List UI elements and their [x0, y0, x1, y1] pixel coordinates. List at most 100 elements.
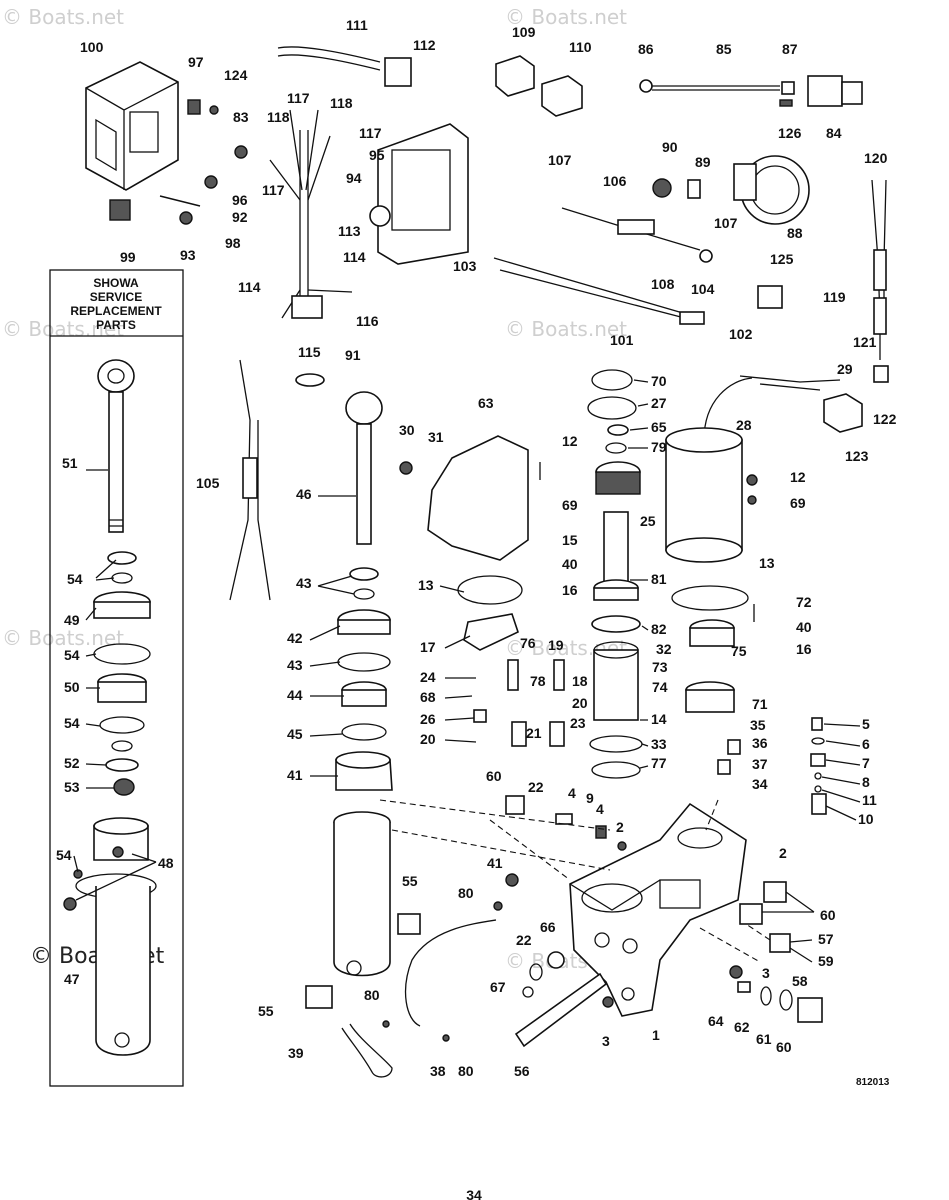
callout-29: 29: [837, 361, 853, 377]
trim-motor-shape: [665, 377, 758, 775]
callout-21: 21: [526, 725, 542, 741]
callout-54: 54: [64, 715, 80, 731]
callout-49: 49: [64, 612, 80, 628]
callout-36: 36: [752, 735, 768, 751]
callout-42: 42: [287, 630, 303, 646]
callout-54: 54: [67, 571, 83, 587]
callout-5: 5: [862, 716, 870, 732]
callout-73: 73: [652, 659, 668, 675]
callout-37: 37: [752, 756, 768, 772]
callout-107: 107: [548, 152, 572, 168]
callout-57: 57: [818, 931, 834, 947]
callout-4: 4: [596, 801, 604, 817]
callout-118: 118: [267, 109, 290, 125]
callout-32: 32: [656, 641, 672, 657]
callout-126: 126: [778, 125, 802, 141]
callout-20: 20: [420, 731, 436, 747]
callout-69: 69: [790, 495, 806, 511]
callout-111: 111: [346, 17, 368, 33]
callout-52: 52: [64, 755, 80, 771]
callout-69: 69: [562, 497, 578, 513]
callout-28: 28: [736, 417, 752, 433]
callout-47: 47: [64, 971, 80, 987]
callout-124: 124: [224, 67, 248, 83]
callout-77: 77: [651, 755, 667, 771]
showa-box-line-4: PARTS: [96, 318, 136, 332]
callout-11: 11: [862, 792, 877, 808]
callout-48: 48: [158, 855, 174, 871]
callout-13: 13: [418, 577, 434, 593]
callout-53: 53: [64, 779, 80, 795]
callout-114: 114: [238, 279, 261, 295]
callout-107: 107: [714, 215, 738, 231]
callout-82: 82: [651, 621, 667, 637]
callout-61: 61: [756, 1031, 772, 1047]
callout-38: 38: [430, 1063, 446, 1079]
callout-56: 56: [514, 1063, 530, 1079]
callout-101: 101: [610, 332, 634, 348]
showa-box-line-1: SHOWA: [93, 276, 139, 290]
callout-93: 93: [180, 247, 196, 263]
callout-15: 15: [562, 532, 578, 548]
callout-26: 26: [420, 711, 436, 727]
callout-10: 10: [858, 811, 874, 827]
callout-123: 123: [845, 448, 869, 464]
callout-103: 103: [453, 258, 477, 274]
callout-50: 50: [64, 679, 80, 695]
callout-88: 88: [787, 225, 803, 241]
callout-40: 40: [562, 556, 578, 572]
callout-68: 68: [420, 689, 436, 705]
callout-46: 46: [296, 486, 312, 502]
callout-7: 7: [862, 755, 870, 771]
callout-3: 3: [602, 1033, 610, 1049]
callout-83: 83: [233, 109, 249, 125]
callout-91: 91: [345, 347, 361, 363]
junction-box-shape: [85, 61, 248, 225]
callout-66: 66: [540, 919, 556, 935]
callout-105: 105: [196, 475, 220, 491]
callout-16: 16: [796, 641, 812, 657]
callout-44: 44: [287, 687, 303, 703]
callout-112: 112: [413, 37, 436, 53]
callout-40: 40: [796, 619, 812, 635]
watermark: © Boats.net: [505, 5, 627, 29]
callout-84: 84: [826, 125, 842, 141]
callout-90: 90: [662, 139, 678, 155]
callout-22: 22: [528, 779, 544, 795]
callout-2: 2: [616, 819, 624, 835]
callout-67: 67: [490, 979, 506, 995]
callout-70: 70: [651, 373, 667, 389]
callout-23: 23: [570, 715, 586, 731]
callout-54: 54: [56, 847, 72, 863]
callout-74: 74: [652, 679, 668, 695]
callout-96: 96: [232, 192, 248, 208]
showa-box-line-3: REPLACEMENT: [70, 304, 162, 318]
callout-115: 115: [298, 344, 321, 360]
right-harness-shape: [739, 179, 889, 433]
callout-86: 86: [638, 41, 654, 57]
callout-106: 106: [603, 173, 627, 189]
callout-99: 99: [120, 249, 136, 265]
callout-76: 76: [520, 635, 536, 651]
showa-box-frame: [49, 269, 184, 1087]
callout-71: 71: [752, 696, 768, 712]
callout-104: 104: [691, 281, 715, 297]
callout-65: 65: [651, 419, 667, 435]
callout-59: 59: [818, 953, 834, 969]
showa-box-line-2: SERVICE: [90, 290, 142, 304]
callout-64: 64: [708, 1013, 724, 1029]
watermark: © Boats.net: [2, 5, 124, 29]
callout-81: 81: [651, 571, 667, 587]
callout-24: 24: [420, 669, 436, 685]
callout-43: 43: [287, 657, 303, 673]
leader-lines: [73, 379, 861, 963]
callout-39: 39: [288, 1045, 304, 1061]
callout-98: 98: [225, 235, 241, 251]
drawing-code: 812013: [856, 1077, 890, 1088]
callout-89: 89: [695, 154, 711, 170]
callout-113: 113: [338, 223, 361, 239]
callout-4: 4: [568, 785, 576, 801]
callout-85: 85: [716, 41, 732, 57]
callout-118: 118: [330, 95, 353, 111]
callout-94: 94: [346, 170, 362, 186]
